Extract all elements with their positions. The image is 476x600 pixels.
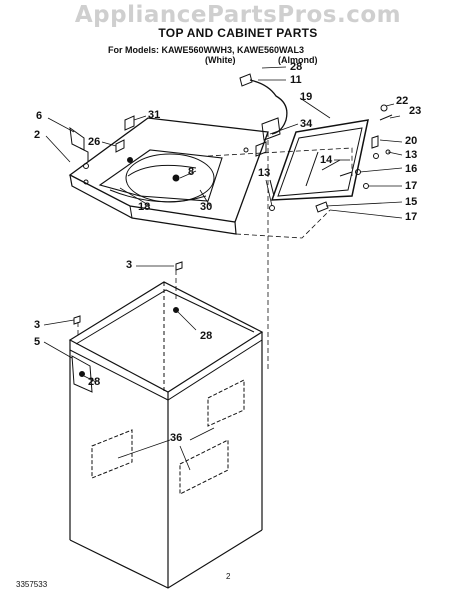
callout-18: 18 bbox=[138, 201, 151, 213]
callout-3-left: 3 bbox=[34, 319, 41, 331]
callout-36: 36 bbox=[170, 432, 183, 444]
callout-28-cabinet: 28 bbox=[200, 330, 213, 342]
washer-top-panel bbox=[68, 117, 269, 235]
clip-31 bbox=[124, 115, 135, 131]
callout-6: 6 bbox=[36, 110, 43, 122]
callout-2: 2 bbox=[34, 129, 41, 141]
variant-almond: (Almond) bbox=[278, 55, 318, 65]
callout-20: 20 bbox=[405, 135, 418, 147]
callout-13-right: 13 bbox=[405, 149, 418, 161]
callout-15: 15 bbox=[405, 196, 418, 208]
callout-16: 16 bbox=[405, 163, 418, 175]
part-number: 3357533 bbox=[16, 580, 48, 589]
callout-3-top: 3 bbox=[126, 259, 133, 271]
callout-19: 19 bbox=[300, 91, 313, 103]
callout-11: 11 bbox=[290, 74, 302, 86]
callout-5: 5 bbox=[34, 336, 41, 348]
washer-lid bbox=[270, 119, 369, 201]
page-number: 2 bbox=[226, 572, 231, 581]
callout-26: 26 bbox=[88, 136, 101, 148]
callout-22: 22 bbox=[396, 95, 409, 107]
washer-cabinet bbox=[68, 281, 264, 589]
callout-28-bracket: 28 bbox=[88, 376, 101, 388]
callout-34: 34 bbox=[300, 118, 313, 130]
callout-31: 31 bbox=[148, 109, 161, 121]
callout-23: 23 bbox=[409, 105, 422, 117]
callout-17-top: 17 bbox=[405, 180, 418, 192]
models-line: For Models: KAWE560WWH3, KAWE560WAL3 bbox=[108, 45, 305, 55]
callout-13-left: 13 bbox=[258, 167, 271, 179]
callout-17-bottom: 17 bbox=[405, 211, 418, 223]
callout-14: 14 bbox=[320, 154, 333, 166]
lid-switch-harness bbox=[239, 73, 288, 157]
callout-30: 30 bbox=[200, 201, 213, 213]
callout-8: 8 bbox=[188, 166, 195, 178]
page-title: TOP AND CABINET PARTS bbox=[158, 26, 318, 40]
watermark: AppliancePartsPros.com bbox=[74, 2, 402, 28]
hinge-bracket bbox=[69, 126, 89, 169]
variant-white: (White) bbox=[205, 55, 236, 65]
screw-26 bbox=[115, 139, 125, 153]
callout-28-top: 28 bbox=[290, 61, 303, 73]
